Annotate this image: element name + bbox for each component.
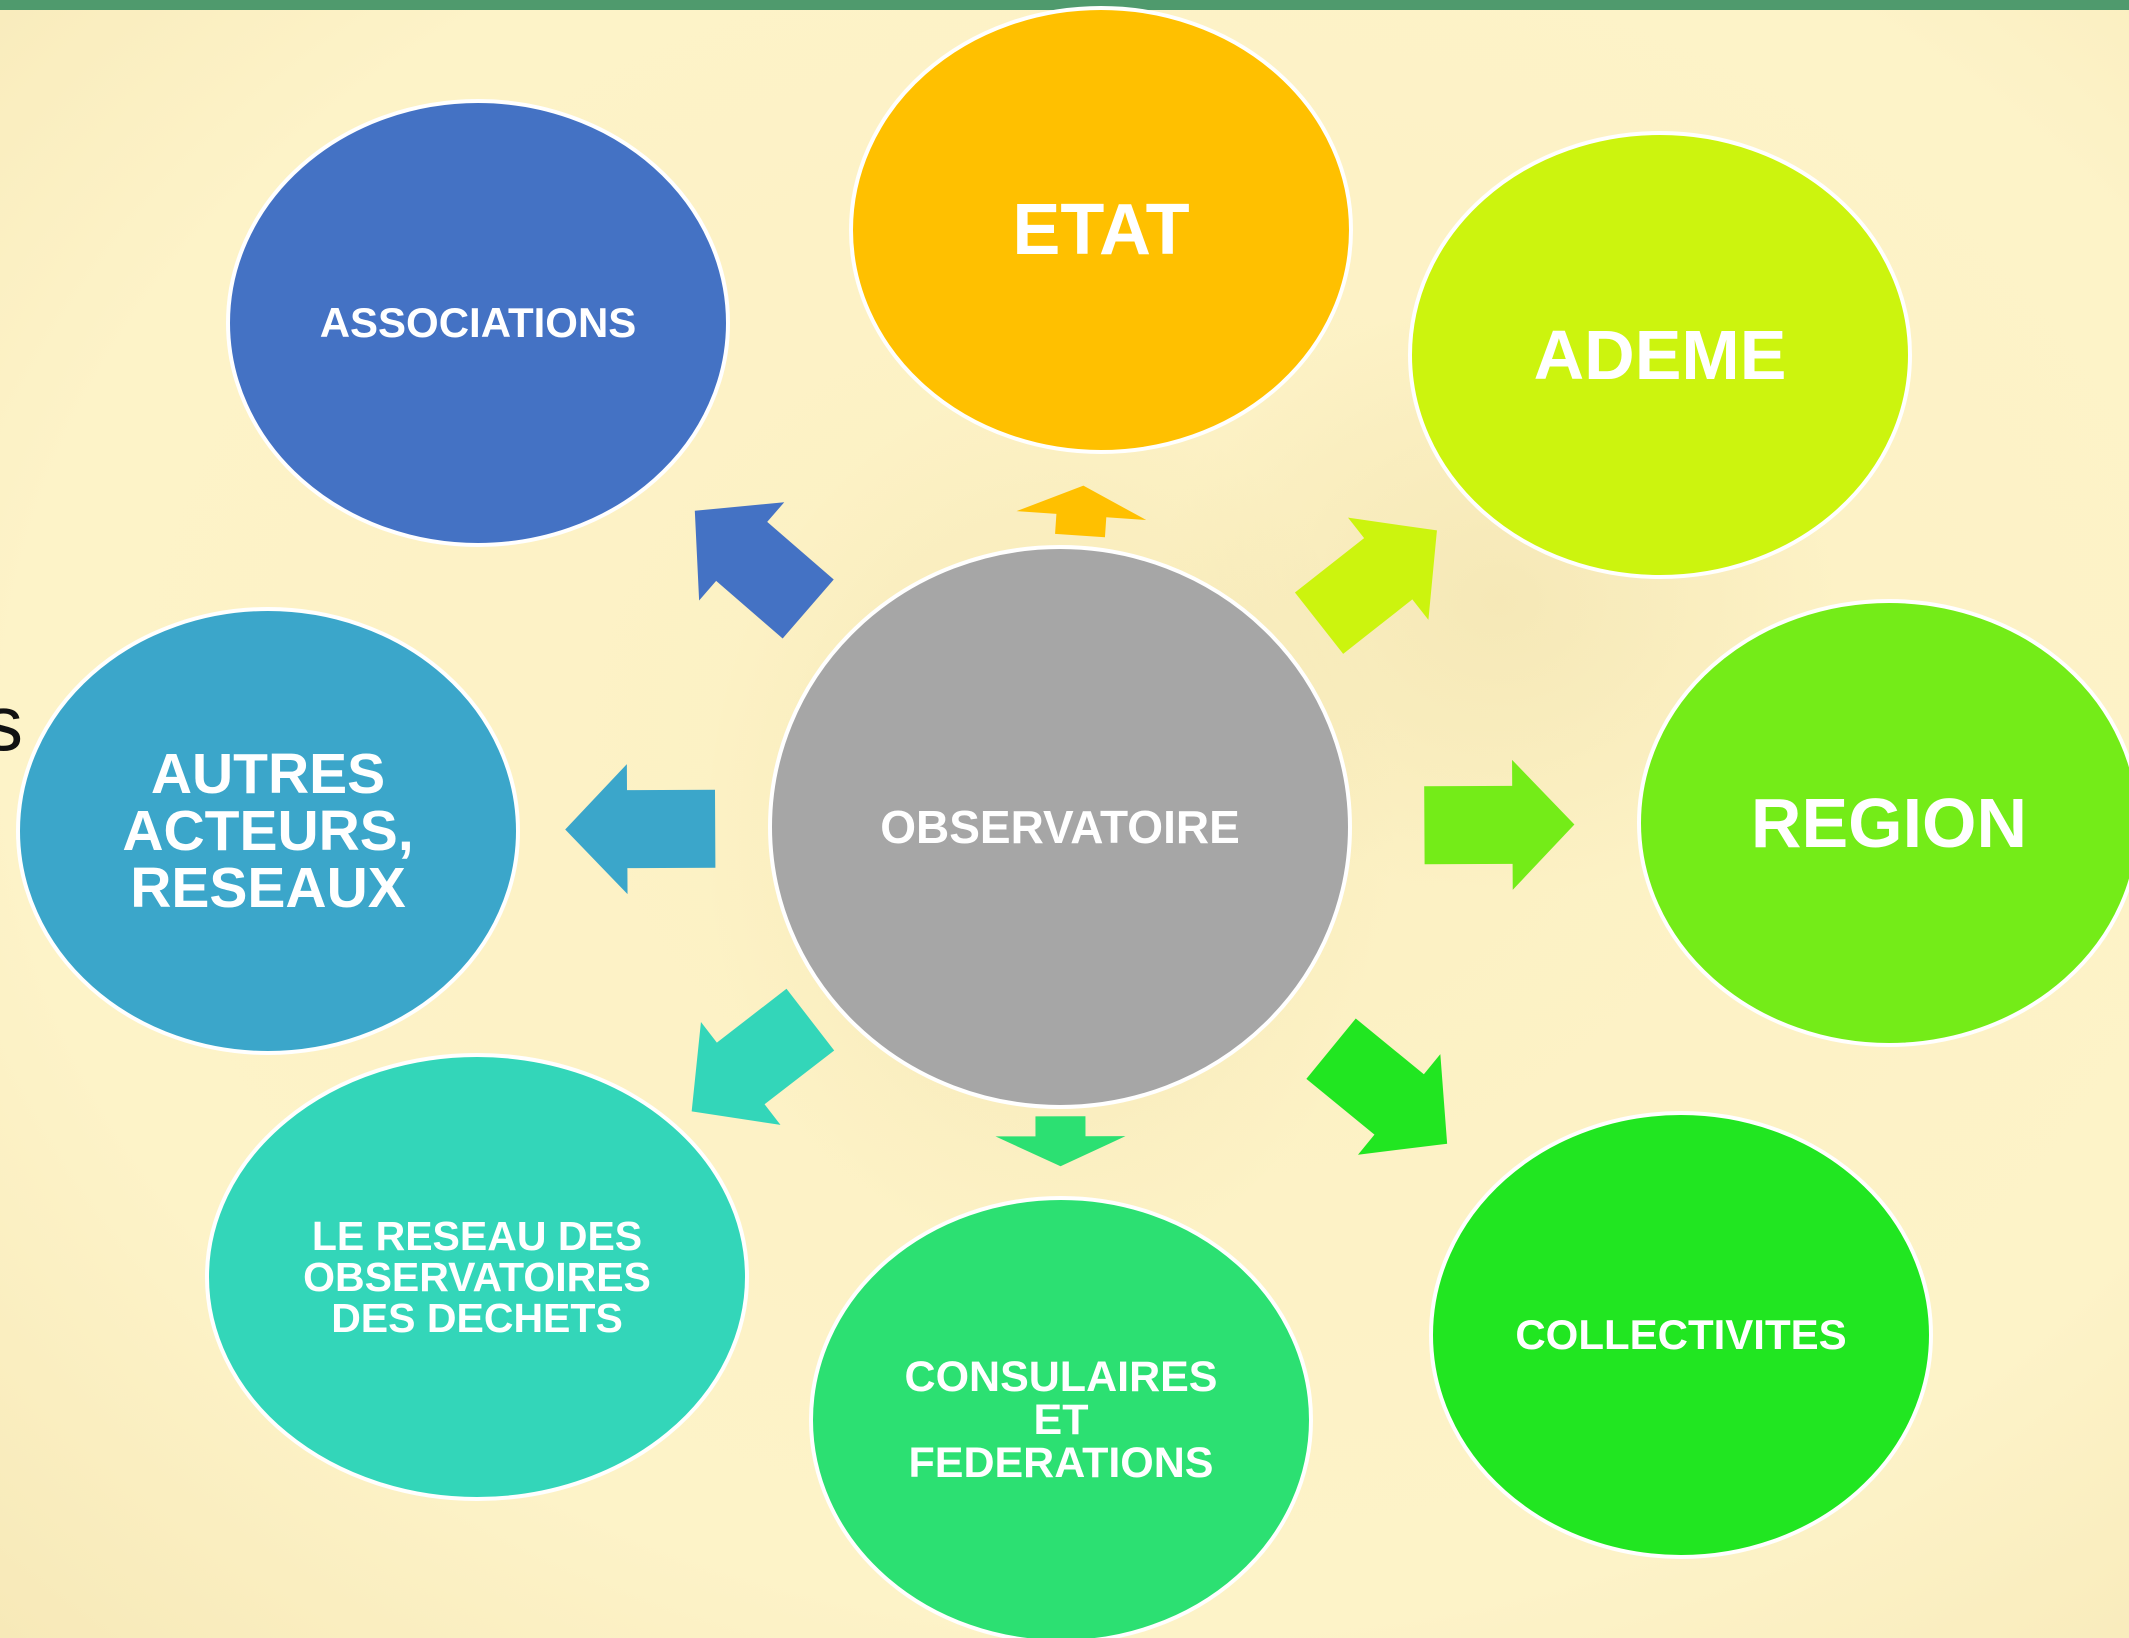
node-label-etat: ETAT xyxy=(1012,190,1190,270)
node-reseau xyxy=(205,1053,749,1501)
node-etat xyxy=(849,6,1353,454)
node-region xyxy=(1637,599,2129,1047)
node-label-ademe: ADEME xyxy=(1533,316,1787,394)
node-collectivites xyxy=(1429,1111,1933,1559)
node-label-consulaires: CONSULAIRES ET FEDERATIONS xyxy=(904,1352,1218,1487)
arrow-to-consulaires xyxy=(995,1116,1126,1167)
arrow-to-ademe xyxy=(1294,517,1437,654)
arrow-to-collectivites xyxy=(1306,1018,1448,1155)
node-label-associations: ASSOCIATIONS xyxy=(319,299,637,346)
node-label-reseau: LE RESEAU DES OBSERVATOIRES DES DECHETS xyxy=(303,1212,651,1341)
stray-text: s xyxy=(0,679,23,767)
top-bar xyxy=(0,0,2129,10)
arrow-to-region xyxy=(1424,759,1575,890)
node-autres xyxy=(16,607,520,1055)
node-ademe xyxy=(1408,131,1912,579)
node-associations xyxy=(226,99,730,547)
center-label: OBSERVATOIRE xyxy=(880,801,1240,853)
node-label-autres: AUTRES ACTEURS, RESEAUX xyxy=(122,741,414,920)
node-consulaires xyxy=(809,1196,1313,1638)
node-center-observatoire xyxy=(768,545,1352,1109)
node-label-collectivites: COLLECTIVITES xyxy=(1515,1311,1847,1358)
arrow-to-associations xyxy=(694,502,834,639)
arrow-to-autres xyxy=(565,764,716,895)
arrow-to-reseau xyxy=(691,988,835,1125)
node-label-region: REGION xyxy=(1750,784,2028,862)
arrow-to-etat xyxy=(1016,485,1147,538)
